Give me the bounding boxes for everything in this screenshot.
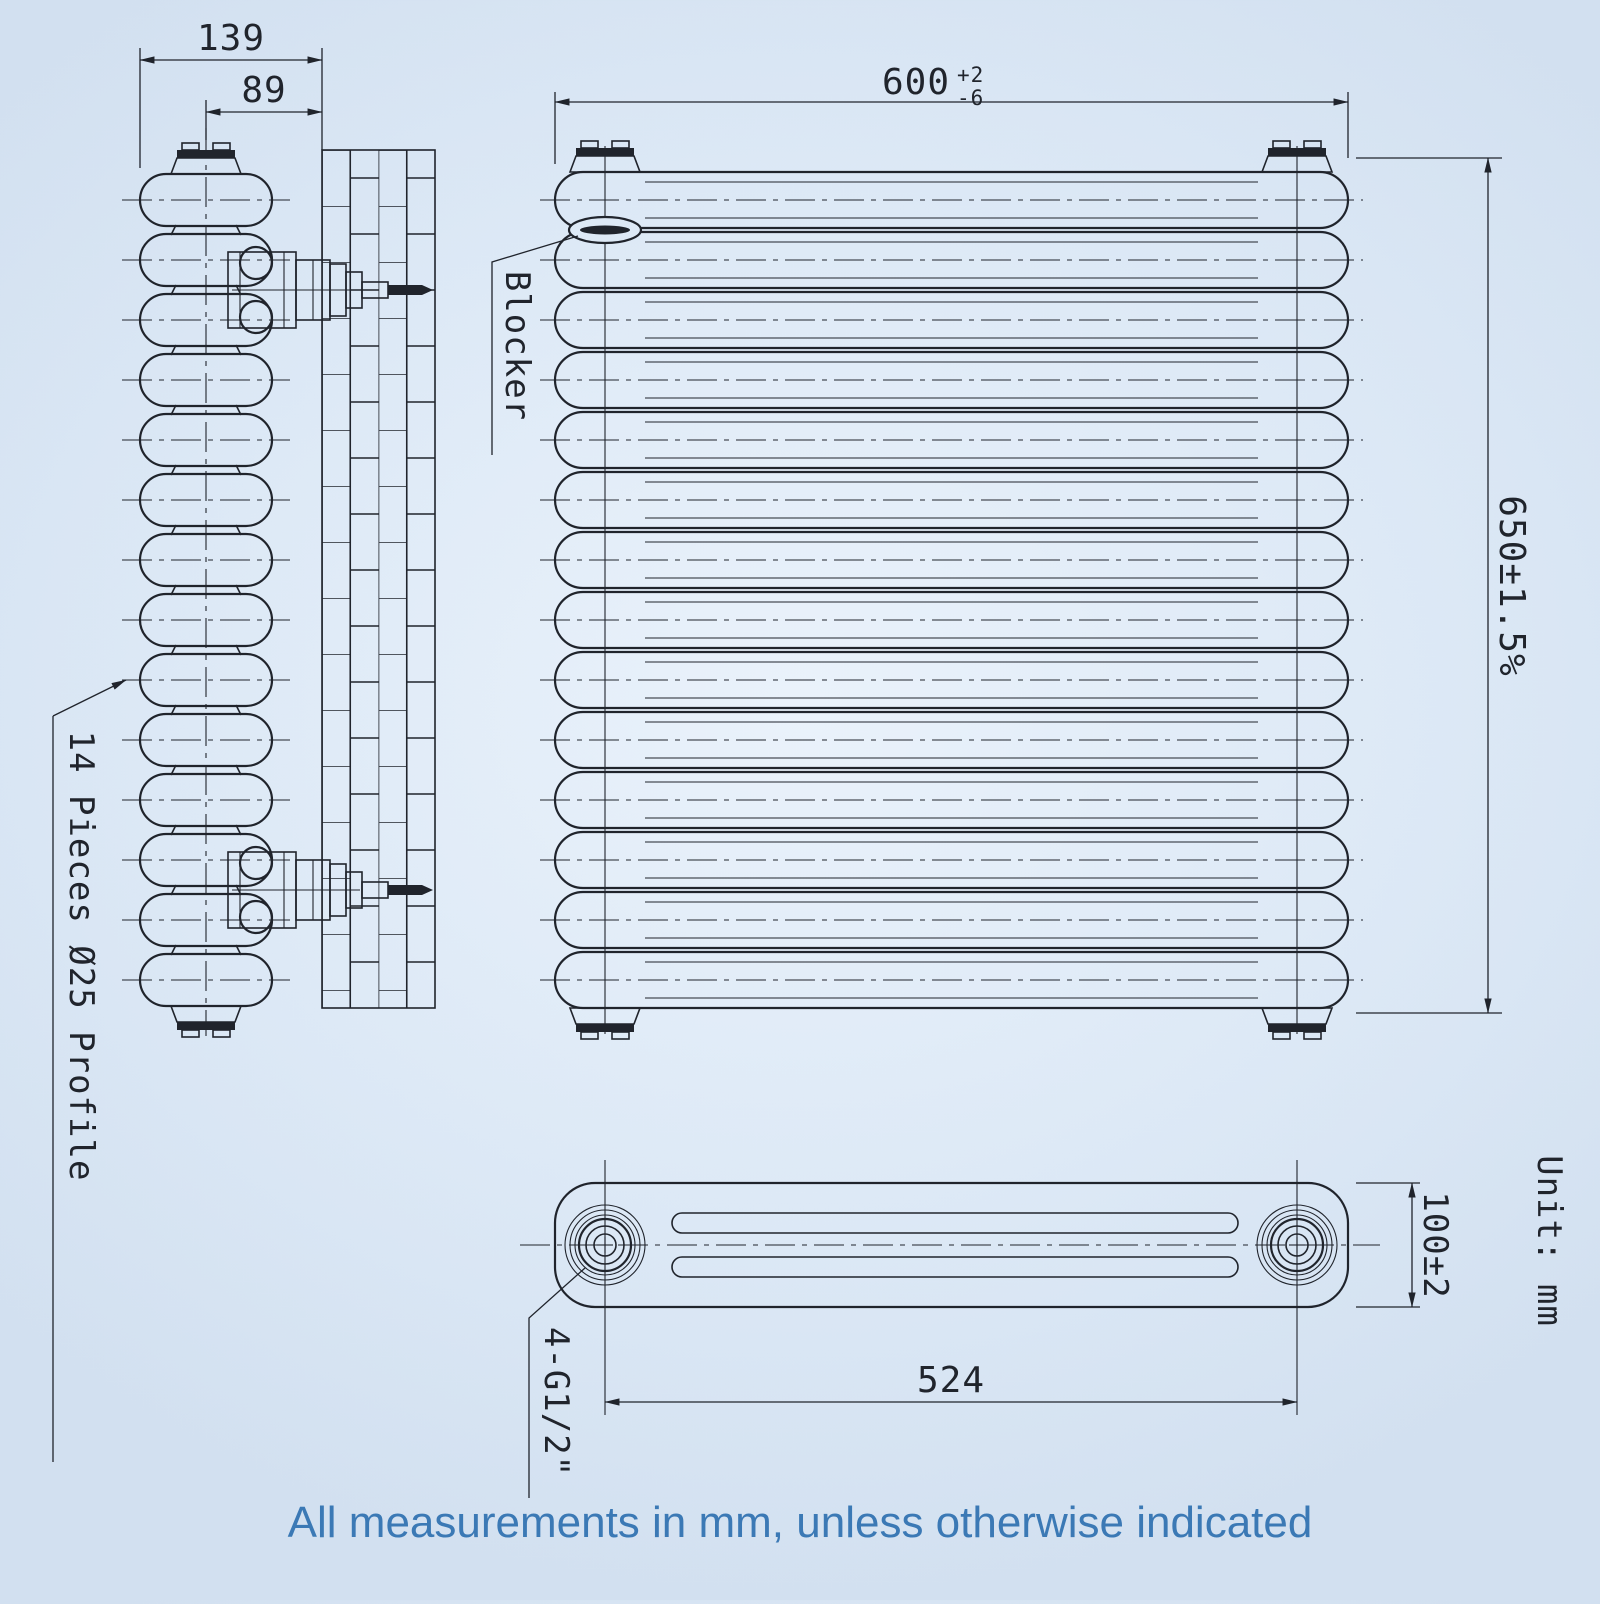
thread-note-label: 4-G1/2": [536, 1327, 576, 1477]
dimension-depth-139: 139: [139, 18, 323, 168]
dim-port-spacing-label: 524: [917, 1360, 985, 1401]
dimension-profile-depth-100: 100±2: [1356, 1182, 1455, 1308]
side-view: [120, 128, 435, 1038]
front-view: [538, 140, 1365, 1040]
bottom-slot-upper: [671, 1212, 1239, 1234]
callout-profile-note: 14 Pieces Ø25 Profile: [52, 679, 127, 1462]
dim-width-label: 600: [882, 62, 950, 103]
profile-note-label: 14 Pieces Ø25 Profile: [61, 731, 101, 1182]
dimension-width-600: 600 +2 -6: [554, 62, 1349, 164]
bottom-view: [520, 1160, 1380, 1415]
dim-wall-offset-label: 89: [241, 70, 286, 111]
footer-note: All measurements in mm, unless otherwise…: [287, 1498, 1313, 1547]
brick-wall: [321, 149, 436, 1009]
dimension-port-spacing-524: 524: [604, 1360, 1298, 1406]
dim-width-tol-minus: -6: [957, 86, 984, 110]
dim-profile-depth-label: 100±2: [1415, 1191, 1455, 1298]
dimension-height-650: 650±1.5%: [1356, 157, 1532, 1014]
blocker-plug: [567, 215, 643, 245]
callout-blocker: Blocker: [491, 235, 579, 455]
dim-depth-label: 139: [197, 18, 265, 59]
callout-thread-note: 4-G1/2": [528, 1267, 586, 1498]
unit-note-label: Unit: mm: [1529, 1155, 1569, 1327]
dim-height-label: 650±1.5%: [1491, 495, 1532, 676]
bottom-slot-lower: [671, 1256, 1239, 1278]
blocker-label: Blocker: [497, 271, 537, 421]
front-tubes: [538, 170, 1365, 1010]
dimension-wall-offset-89: 89: [205, 70, 323, 140]
dim-width-tol-plus: +2: [957, 63, 984, 87]
